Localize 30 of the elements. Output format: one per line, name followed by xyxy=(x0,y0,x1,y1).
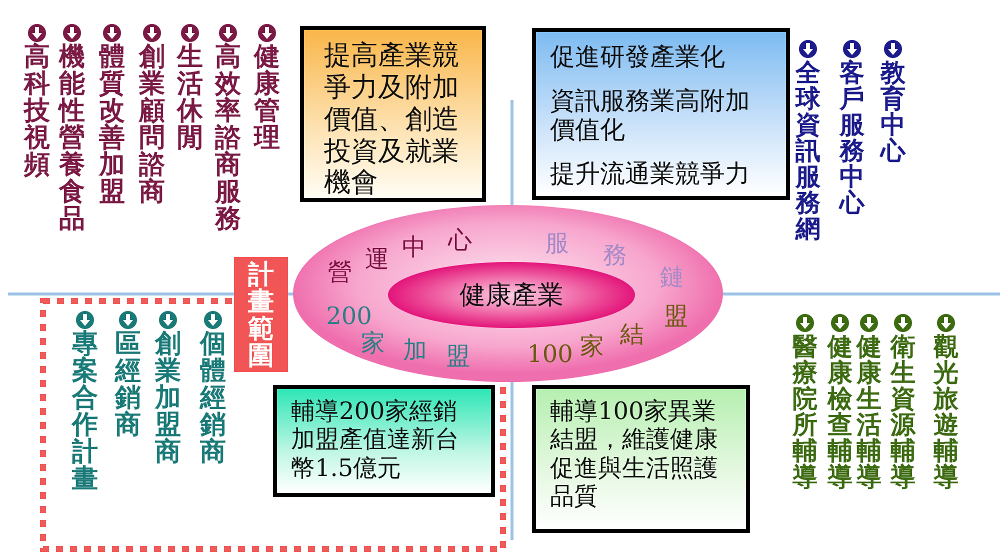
list-item: 創業顧問諮商 xyxy=(138,44,166,206)
list-item: 生活休閒 xyxy=(176,44,204,152)
goal-text: 促進研發產業化 xyxy=(550,42,726,72)
list-item: 體質改善加盟 xyxy=(98,44,126,206)
text-box xyxy=(300,26,486,202)
list-item: 個體經銷商 xyxy=(199,331,227,466)
goal-text: 提升流通業競爭力 xyxy=(550,158,751,188)
list-item: 觀光旅遊輔導 xyxy=(932,334,960,490)
frame-heading: 計畫範圍 xyxy=(234,257,288,372)
list-item: 創業加盟商 xyxy=(154,331,182,466)
list-item: 區經銷商 xyxy=(114,331,142,440)
list-item: 健康管理 xyxy=(253,44,281,152)
list-item: 教育中心 xyxy=(880,60,906,164)
list-item: 機能性營養食品 xyxy=(58,44,86,234)
text-box xyxy=(532,385,750,533)
list-item: 客戶服務中心 xyxy=(838,60,866,216)
list-item: 健康檢查輔導 xyxy=(826,334,854,490)
goal-text: 輔導100家異業結盟，維護健康促進與生活照護品質 xyxy=(550,397,719,510)
list-item: 衛生資源輔導 xyxy=(890,334,916,490)
list-item: 醫療院所輔導 xyxy=(792,334,818,490)
list-item: 專案合作計畫 xyxy=(71,331,99,494)
list-item: 高科技視頻 xyxy=(23,44,51,180)
goal-text: 資訊服務業高附加價值化 xyxy=(550,86,751,144)
text-box xyxy=(532,28,790,200)
goal-text: 輔導200家經銷加盟產值達新台幣1.5億元 xyxy=(291,397,460,482)
goal-text: 提高產業競爭力及附加價值、創造投資及就業機會 xyxy=(324,40,460,200)
list-item: 高效率諮商服務 xyxy=(214,44,242,234)
text-box xyxy=(273,385,495,497)
list-item: 健康生活輔導 xyxy=(856,334,882,490)
list-item: 全球資訊服務網 xyxy=(794,60,822,242)
